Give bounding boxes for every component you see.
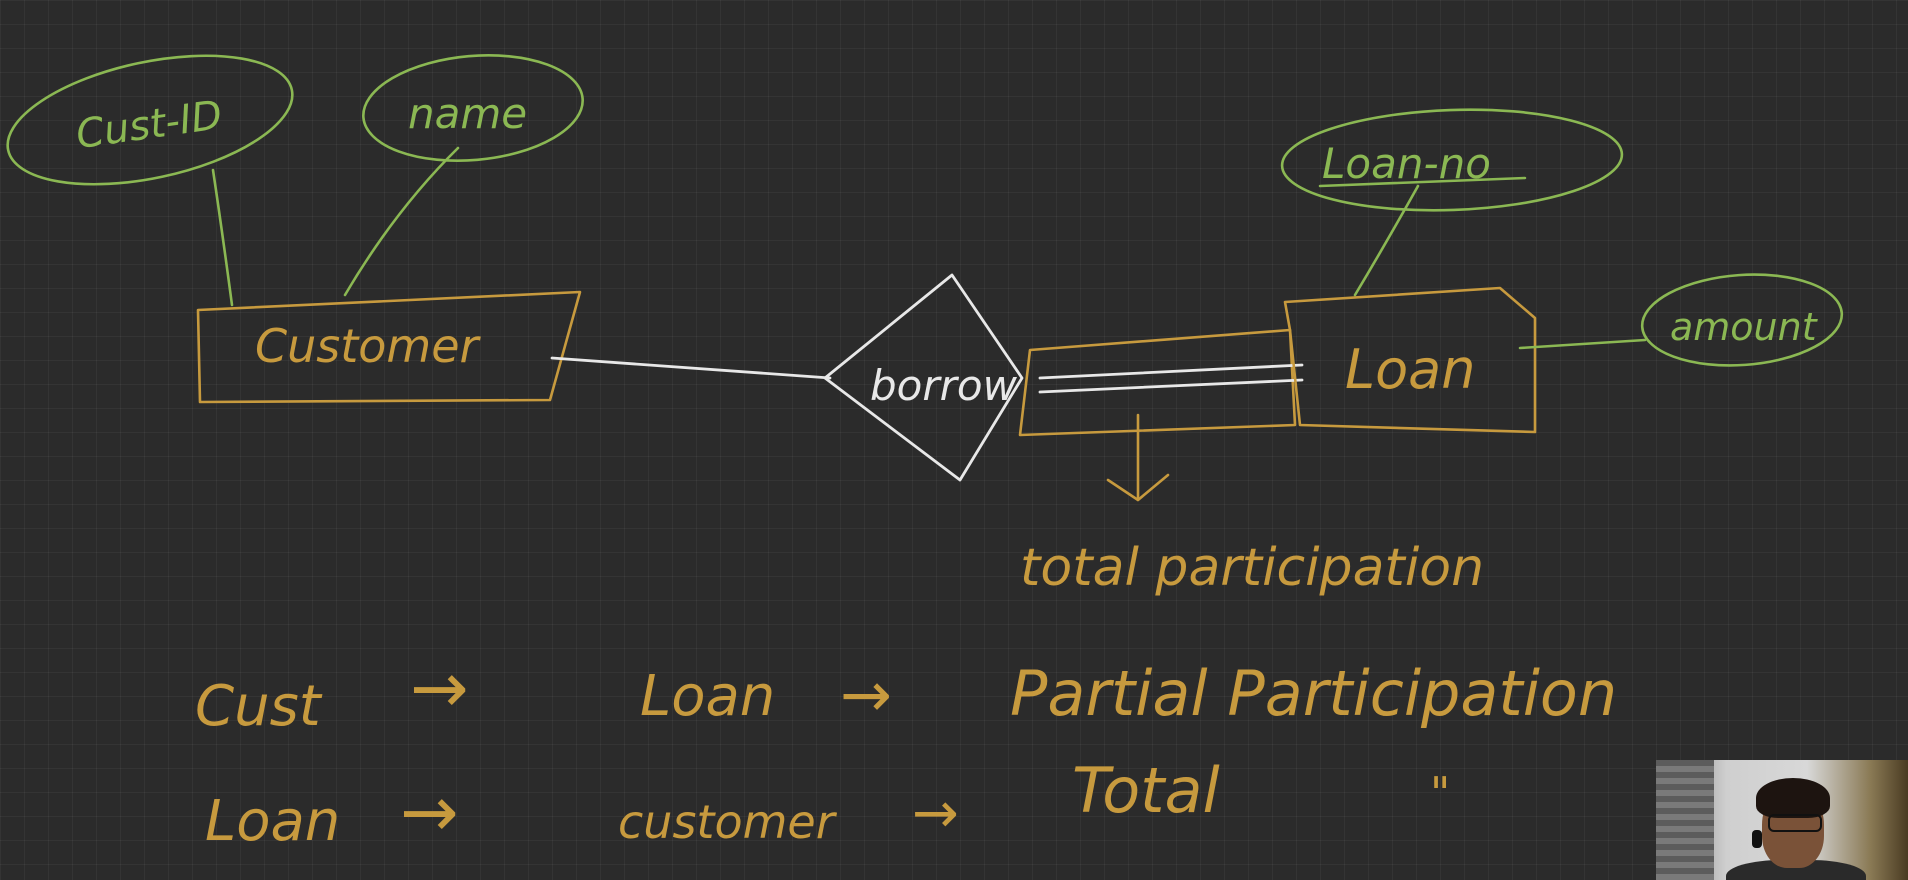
total-participation-annotation: total participation — [1020, 538, 1484, 598]
note-2-result: Total — [1072, 754, 1220, 827]
presenter-webcam-overlay — [1656, 760, 1908, 880]
note-2-arrow-1: → — [400, 771, 459, 853]
annotation-arrow-head — [1106, 473, 1170, 502]
attribute-amount: amount — [1640, 273, 1844, 367]
relationship-borrow-diamond — [823, 273, 1024, 482]
attribute-loan-no: Loan-no — [1280, 108, 1624, 212]
note-1-from: Cust — [195, 674, 323, 739]
note-2-to: customer — [618, 795, 838, 849]
entity-loan-label: Loan — [1345, 338, 1475, 401]
relationship-borrow-label: borrow — [870, 361, 1018, 410]
headset-icon — [1752, 830, 1762, 848]
note-1-arrow-2: → — [840, 658, 892, 731]
entity-loan: Loan — [1283, 286, 1537, 434]
webcam-presenter-glasses — [1768, 814, 1822, 832]
connector-customer-borrow — [550, 356, 832, 380]
relationship-borrow: borrow — [823, 273, 1024, 482]
attribute-name: name — [362, 54, 584, 162]
attribute-cust-id-oval — [6, 54, 294, 186]
note-2-ditto: " — [1430, 768, 1450, 819]
entity-customer-box — [196, 290, 582, 404]
attribute-cust-id: Cust-ID — [6, 54, 294, 186]
entity-loan-box — [1283, 286, 1537, 434]
attribute-name-oval — [362, 54, 584, 162]
connector-loan-no-loan — [1353, 184, 1420, 297]
attribute-loan-no-oval — [1280, 108, 1624, 212]
note-1-to: Loan — [640, 664, 775, 729]
connector-amount-loan — [1518, 338, 1647, 350]
note-1-arrow-1: → — [410, 647, 469, 729]
attribute-loan-no-underline — [1318, 176, 1527, 188]
connector-cust-id-customer — [211, 168, 234, 307]
webcam-background-shelf — [1656, 760, 1714, 880]
total-participation-line-bottom — [1038, 378, 1304, 394]
note-line-1: Cust → Loan → Partial Participation — [195, 647, 1617, 739]
total-participation-highlight-box — [1018, 328, 1297, 437]
attribute-cust-id-label: Cust-ID — [73, 92, 225, 158]
total-participation-line-top — [1038, 363, 1304, 380]
webcam-presenter-hair — [1756, 778, 1830, 818]
note-2-arrow-2: → — [912, 781, 959, 846]
note-line-2: Loan → customer → Total " — [205, 754, 1450, 854]
note-1-result: Partial Participation — [1010, 657, 1617, 730]
entity-customer-label: Customer — [255, 319, 482, 373]
attribute-amount-label: amount — [1670, 305, 1819, 349]
note-2-from: Loan — [205, 789, 340, 854]
attribute-name-label: name — [408, 89, 527, 138]
entity-customer: Customer — [196, 290, 582, 404]
attribute-amount-oval — [1640, 273, 1844, 367]
webcam-presenter-body — [1726, 860, 1866, 880]
connector-name-customer — [343, 146, 460, 297]
